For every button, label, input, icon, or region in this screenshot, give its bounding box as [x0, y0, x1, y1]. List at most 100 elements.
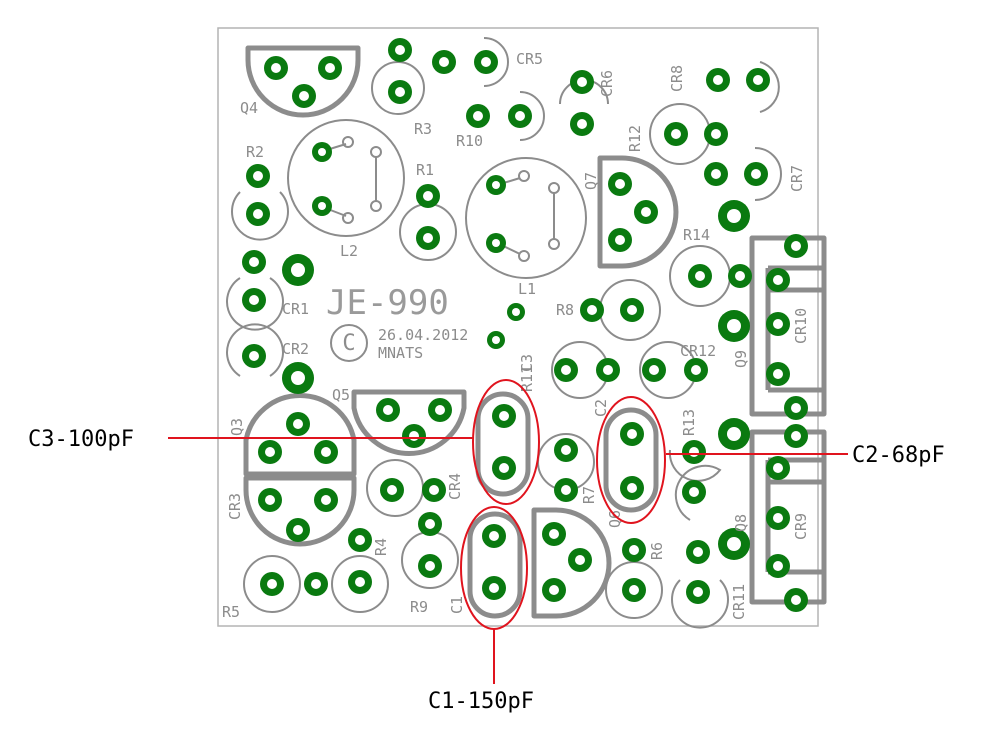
- c3-highlight: [472, 379, 540, 505]
- drill-hole: [515, 111, 525, 121]
- drill-hole: [773, 319, 783, 329]
- drill-hole: [791, 241, 801, 251]
- drill-hole: [481, 57, 491, 67]
- ref-q6: Q6: [606, 510, 624, 528]
- ref-r10: R10: [456, 132, 483, 150]
- drill-hole: [325, 63, 335, 73]
- ref-r14: R14: [683, 226, 710, 244]
- ref-c3: C3: [518, 354, 536, 372]
- drill-hole: [727, 427, 741, 441]
- drill-hole: [249, 257, 259, 267]
- drill-hole: [711, 129, 721, 139]
- ref-cr5: CR5: [516, 50, 543, 68]
- drill-hole: [291, 371, 305, 385]
- drill-hole: [615, 235, 625, 245]
- copyright-symbol: C: [342, 331, 355, 356]
- drill-hole: [691, 365, 701, 375]
- drill-hole: [429, 485, 439, 495]
- ref-r11: R11: [518, 365, 536, 392]
- ref-l1: L1: [518, 280, 536, 298]
- ref-r5: R5: [222, 603, 240, 621]
- c2-highlight: [596, 396, 666, 524]
- drill-hole: [499, 411, 509, 421]
- drill-hole: [727, 209, 741, 223]
- ref-q8: Q8: [732, 514, 750, 532]
- ref-cr8: CR8: [668, 65, 686, 92]
- ref-cr2: CR2: [282, 340, 309, 358]
- ref-cr3: CR3: [226, 493, 244, 520]
- ref-r3: R3: [414, 120, 432, 138]
- drill-hole: [695, 271, 705, 281]
- board-author: MNATS: [378, 344, 423, 362]
- drill-hole: [641, 207, 651, 217]
- ref-q4: Q4: [240, 99, 258, 117]
- ref-cr6: CR6: [598, 70, 616, 97]
- c3-callout-label: C3-100pF: [28, 427, 134, 452]
- drill-hole: [561, 365, 571, 375]
- ref-r6: R6: [648, 542, 666, 560]
- ref-q7: Q7: [582, 172, 600, 190]
- drill-hole: [435, 405, 445, 415]
- drill-hole: [489, 583, 499, 593]
- ref-cr9: CR9: [792, 513, 810, 540]
- ref-cr12: CR12: [680, 342, 716, 360]
- drill-hole: [395, 87, 405, 97]
- drill-hole: [577, 119, 587, 129]
- drill-hole: [291, 263, 305, 277]
- drill-hole: [271, 63, 281, 73]
- drill-hole: [773, 513, 783, 523]
- board-marking: JE-990 C 26.04.2012 MNATS: [326, 283, 468, 362]
- drill-hole: [293, 525, 303, 535]
- drill-hole: [773, 275, 783, 285]
- drill-hole: [355, 535, 365, 545]
- drill-hole: [492, 239, 500, 247]
- drill-hole: [355, 577, 365, 587]
- ref-q9: Q9: [732, 350, 750, 368]
- drill-hole: [649, 365, 659, 375]
- ref-c2: C2: [592, 399, 610, 417]
- capacitor-callouts: C3-100pF C2-68pF C1-150pF: [28, 379, 945, 714]
- drill-hole: [489, 531, 499, 541]
- drill-hole: [253, 209, 263, 219]
- drill-hole: [549, 585, 559, 595]
- drill-hole: [267, 579, 277, 589]
- ref-cr7: CR7: [788, 165, 806, 192]
- drill-hole: [249, 295, 259, 305]
- drill-hole: [318, 148, 326, 156]
- drill-hole: [425, 519, 435, 529]
- drill-hole: [561, 445, 571, 455]
- ref-r4: R4: [372, 538, 390, 556]
- drill-hole: [627, 305, 637, 315]
- drill-hole: [299, 91, 309, 101]
- silkscreen-outlines: [226, 37, 827, 629]
- drill-hole: [265, 447, 275, 457]
- ref-cr1: CR1: [282, 300, 309, 318]
- ref-l2: L2: [340, 242, 358, 260]
- drill-hole: [423, 233, 433, 243]
- drill-hole: [387, 485, 397, 495]
- drill-hole: [492, 181, 500, 189]
- drill-hole: [492, 336, 500, 344]
- ref-r9: R9: [410, 598, 428, 616]
- ref-q5: Q5: [332, 386, 350, 404]
- drill-hole: [627, 483, 637, 493]
- drill-hole: [735, 271, 745, 281]
- drill-hole: [473, 111, 483, 121]
- drill-hole: [321, 495, 331, 505]
- drill-hole: [753, 75, 763, 85]
- drill-hole: [561, 485, 571, 495]
- drill-hole: [773, 463, 783, 473]
- drill-hole: [321, 447, 331, 457]
- drill-hole: [671, 129, 681, 139]
- drill-hole: [791, 403, 801, 413]
- drill-hole: [629, 545, 639, 555]
- drill-hole: [512, 308, 520, 316]
- ref-cr10: CR10: [792, 308, 810, 344]
- drill-hole: [575, 555, 585, 565]
- drill-hole: [409, 431, 419, 441]
- ref-r2: R2: [246, 143, 264, 161]
- drill-hole: [549, 529, 559, 539]
- drill-hole: [689, 487, 699, 497]
- drill-hole: [773, 369, 783, 379]
- board-date: 26.04.2012: [378, 326, 468, 344]
